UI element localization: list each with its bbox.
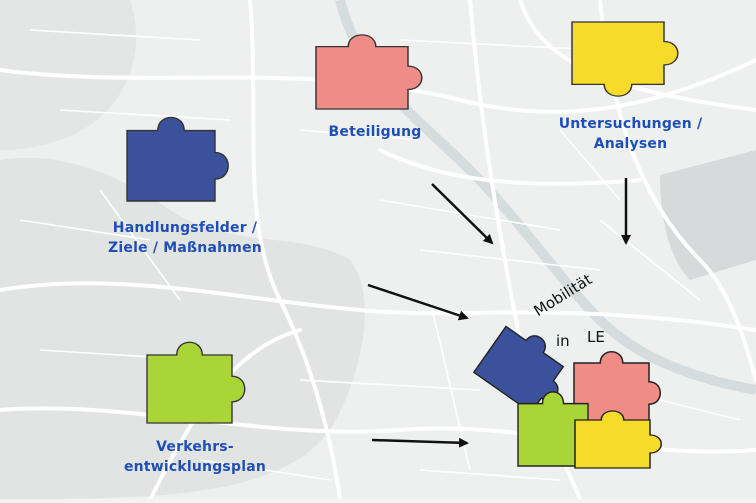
forest-area [0, 157, 365, 500]
arrow-verkehr [371, 437, 469, 448]
puzzle-piece-untersuchungen-icon [571, 21, 679, 97]
puzzle-piece-verkehr-icon [146, 341, 246, 424]
label-untersuchungen: Untersuchungen / Analysen [558, 116, 703, 152]
puzzle-piece-beteiligung-icon [315, 34, 423, 110]
minor-roads [19, 29, 741, 481]
label-handlungsfelder: Handlungsfelder / Ziele / Maßnahmen [108, 220, 262, 256]
arrow-handlungsfelder [367, 283, 469, 321]
label-beteiligung: Beteiligung [328, 124, 422, 140]
center-puzzle-yellow-icon [574, 410, 662, 469]
arrow-beteiligung [431, 183, 494, 245]
center-title-line2: in [556, 332, 570, 350]
puzzle-piece-handlungsfelder-icon [126, 116, 229, 202]
airport-area [660, 150, 756, 280]
label-verkehr: Verkehrs- entwicklungsplan [123, 439, 267, 475]
center-title-line3: LE [587, 328, 605, 346]
